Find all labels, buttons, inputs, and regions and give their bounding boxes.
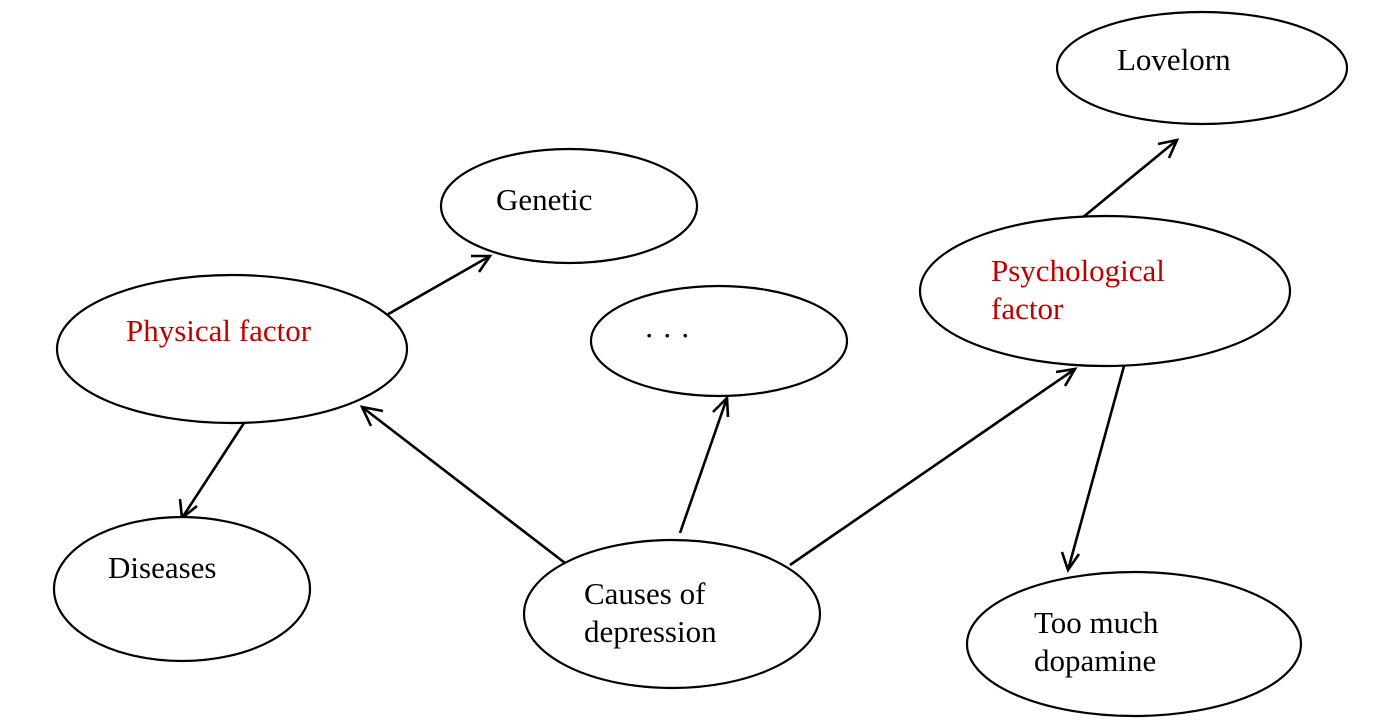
node-genetic-line-1: Genetic xyxy=(496,182,592,217)
node-lovelorn-line-1: Lovelorn xyxy=(1117,42,1231,77)
node-psychological-factor-shape xyxy=(918,214,1292,368)
node-psychological-factor-label: Psychological factor xyxy=(991,253,1173,326)
node-diseases: Diseases xyxy=(52,515,312,663)
edge-causes-to-physical xyxy=(359,405,566,565)
node-ellipsis: · · · xyxy=(589,284,849,398)
node-genetic-label: Genetic xyxy=(496,182,592,217)
edge-causes-to-psychological xyxy=(789,367,1078,567)
node-causes-of-depression-label: Causes of depression xyxy=(584,576,717,649)
node-causes-of-depression-shape xyxy=(522,538,822,690)
node-diseases-label: Diseases xyxy=(108,550,216,585)
node-ellipsis-line-1: · · · xyxy=(644,318,690,353)
node-ellipsis-label: · · · xyxy=(644,318,690,353)
node-ellipsis-shape xyxy=(589,284,849,398)
edge-psychological-to-dopamine xyxy=(1060,365,1126,573)
node-causes-of-depression-line-2: depression xyxy=(584,614,717,649)
node-too-much-dopamine-line-1: Too much xyxy=(1034,605,1159,640)
node-lovelorn-label: Lovelorn xyxy=(1117,42,1231,77)
node-causes-of-depression-line-1: Causes of xyxy=(584,576,706,611)
node-physical-factor-label: Physical factor xyxy=(126,313,312,348)
edge-physical-to-diseases xyxy=(178,422,246,521)
node-psychological-factor: Psychological factor xyxy=(918,214,1292,368)
node-genetic: Genetic xyxy=(439,147,699,265)
node-too-much-dopamine: Too much dopamine xyxy=(965,570,1303,718)
node-physical-factor: Physical factor xyxy=(55,273,409,425)
node-psychological-factor-line-1: Psychological xyxy=(991,253,1165,288)
node-lovelorn-shape xyxy=(1055,10,1349,126)
edge-physical-to-genetic xyxy=(377,254,493,322)
edge-psychological-to-lovelorn xyxy=(1081,138,1180,220)
node-causes-of-depression: Causes of depression xyxy=(522,538,822,690)
node-too-much-dopamine-shape xyxy=(965,570,1303,718)
node-psychological-factor-line-2: factor xyxy=(991,291,1064,326)
node-genetic-shape xyxy=(439,147,699,265)
node-lovelorn: Lovelorn xyxy=(1055,10,1349,126)
node-physical-factor-shape xyxy=(55,273,409,425)
node-physical-factor-line-1: Physical factor xyxy=(126,313,312,348)
node-diseases-line-1: Diseases xyxy=(108,550,216,585)
node-too-much-dopamine-label: Too much dopamine xyxy=(1034,605,1166,678)
node-too-much-dopamine-line-2: dopamine xyxy=(1034,643,1156,678)
edge-causes-to-ellipsis xyxy=(678,395,730,534)
edges xyxy=(178,138,1180,573)
node-diseases-shape xyxy=(52,515,312,663)
